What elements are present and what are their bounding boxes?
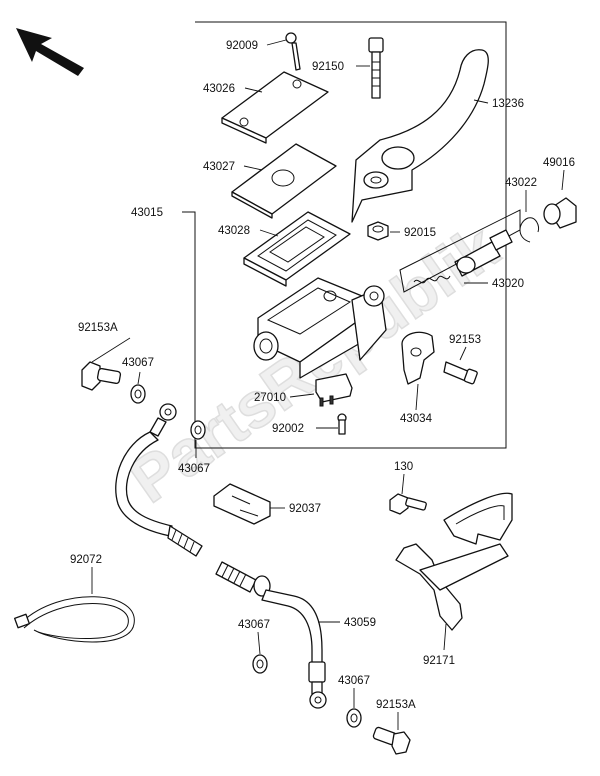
label-92037: 92037 bbox=[289, 503, 321, 515]
label-92150: 92150 bbox=[312, 61, 344, 73]
label-92153a-bottom: 92153A bbox=[376, 699, 416, 711]
part-43059-brake-hose bbox=[115, 403, 327, 709]
label-43027: 43027 bbox=[203, 161, 235, 173]
part-43034-clamp bbox=[401, 331, 435, 385]
part-92072-cable-tie bbox=[14, 596, 135, 643]
part-43026-reservoir-cap bbox=[221, 71, 329, 144]
part-92037-clip bbox=[213, 483, 271, 525]
label-13236: 13236 bbox=[492, 98, 524, 110]
part-92009-screw bbox=[285, 32, 301, 71]
label-92002: 92002 bbox=[272, 423, 304, 435]
part-92150-bolt bbox=[368, 37, 384, 99]
label-43026: 43026 bbox=[203, 83, 235, 95]
part-43067-washer-a bbox=[130, 384, 146, 404]
part-43022-circlip bbox=[519, 217, 539, 243]
part-43067-washer-d bbox=[346, 708, 362, 728]
leader-lines bbox=[91, 39, 565, 730]
part-43028-diaphragm bbox=[243, 211, 351, 287]
label-92015: 92015 bbox=[404, 227, 436, 239]
part-43027-plate bbox=[231, 143, 337, 219]
part-49016-boot bbox=[543, 197, 577, 229]
part-27010-switch bbox=[315, 373, 353, 407]
part-13236-lever bbox=[351, 49, 489, 223]
label-92171: 92171 bbox=[423, 655, 455, 667]
part-43067-washer-b bbox=[190, 420, 206, 440]
part-43067-washer-c bbox=[252, 654, 268, 674]
label-130: 130 bbox=[394, 461, 413, 473]
label-43020: 43020 bbox=[492, 278, 524, 290]
label-43022: 43022 bbox=[505, 177, 537, 189]
part-92002-screw bbox=[337, 413, 347, 435]
part-92153a-banjo-bolt-bottom bbox=[372, 726, 411, 755]
part-labels: 92009 92150 43026 13236 43027 49016 4302… bbox=[70, 40, 575, 711]
assembly-frame bbox=[182, 21, 507, 449]
label-43067-a: 43067 bbox=[122, 357, 154, 369]
label-92072: 92072 bbox=[70, 554, 102, 566]
label-43059: 43059 bbox=[344, 617, 376, 629]
label-27010: 27010 bbox=[254, 392, 286, 404]
part-92015-nut bbox=[367, 221, 389, 241]
arrow-up-left-icon bbox=[16, 28, 84, 76]
label-92153a-top: 92153A bbox=[78, 322, 118, 334]
label-43067-b: 43067 bbox=[178, 463, 210, 475]
part-92153a-banjo-bolt-top bbox=[81, 361, 122, 391]
label-92153: 92153 bbox=[449, 334, 481, 346]
label-43028: 43028 bbox=[218, 225, 250, 237]
label-49016: 49016 bbox=[543, 157, 575, 169]
label-92009: 92009 bbox=[226, 40, 258, 52]
label-43067-d: 43067 bbox=[338, 675, 370, 687]
master-cylinder-body bbox=[253, 277, 387, 379]
label-43015: 43015 bbox=[131, 207, 163, 219]
part-130-bolt bbox=[389, 493, 427, 515]
label-43067-c: 43067 bbox=[238, 619, 270, 631]
label-43034: 43034 bbox=[400, 413, 433, 425]
part-92153-bolt bbox=[443, 361, 478, 385]
part-92171-bracket bbox=[395, 492, 513, 631]
